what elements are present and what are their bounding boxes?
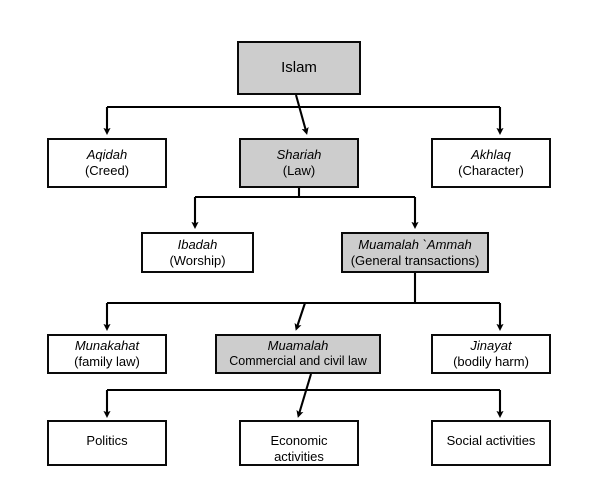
node-muamalah-ammah[interactable]: Muamalah `Ammah (General transactions) [341, 232, 489, 273]
edge-islam-to-shariah [294, 94, 309, 135]
node-economic-activities-line2: activities [274, 448, 324, 464]
node-ibadah[interactable]: Ibadah (Worship) [141, 232, 254, 273]
node-islam[interactable]: Islam [237, 41, 361, 95]
node-akhlaq-line2: (Character) [458, 163, 524, 178]
node-economic-activities[interactable]: Economic activities [239, 420, 359, 466]
node-ibadah-line2: (Worship) [169, 252, 226, 268]
node-muamalah-ammah-line1: Muamalah `Ammah [358, 236, 472, 252]
node-social-activities[interactable]: Social activities [431, 420, 551, 466]
node-aqidah-line1: Aqidah [86, 147, 128, 163]
node-aqidah-line2: (Creed) [84, 163, 130, 178]
node-muamalah[interactable]: Muamalah Commercial and civil law [215, 334, 381, 374]
node-aqidah[interactable]: Aqidah (Creed) [47, 138, 167, 188]
node-social-activities-line1: Social activities [446, 433, 536, 448]
node-jinayat-line1: Jinayat [470, 338, 512, 354]
node-munakahat-line1: Munakahat [74, 338, 140, 354]
node-muamalah-ammah-line2: (General transactions) [350, 252, 480, 268]
node-jinayat-line2: (bodily harm) [453, 354, 529, 369]
node-muamalah-line1: Muamalah [267, 338, 329, 354]
node-akhlaq[interactable]: Akhlaq (Character) [431, 138, 551, 188]
node-shariah[interactable]: Shariah (Law) [239, 138, 359, 188]
node-politics-line1: Politics [86, 433, 128, 448]
node-akhlaq-line1: Akhlaq [471, 147, 511, 163]
node-muamalah-line2: Commercial and civil law [229, 354, 367, 369]
node-ibadah-line1: Ibadah [177, 236, 218, 252]
node-politics[interactable]: Politics [47, 420, 167, 466]
node-munakahat-line2: (family law) [74, 354, 140, 369]
node-islam-line1: Islam [281, 58, 317, 76]
node-economic-activities-line1: Economic [270, 433, 328, 448]
edge-ammah-to-muamalah [294, 302, 306, 331]
node-shariah-line2: (Law) [282, 163, 316, 178]
edge-muamalah-to-economic [296, 373, 313, 418]
node-munakahat[interactable]: Munakahat (family law) [47, 334, 167, 374]
node-shariah-line1: Shariah [276, 147, 322, 163]
node-jinayat[interactable]: Jinayat (bodily harm) [431, 334, 551, 374]
